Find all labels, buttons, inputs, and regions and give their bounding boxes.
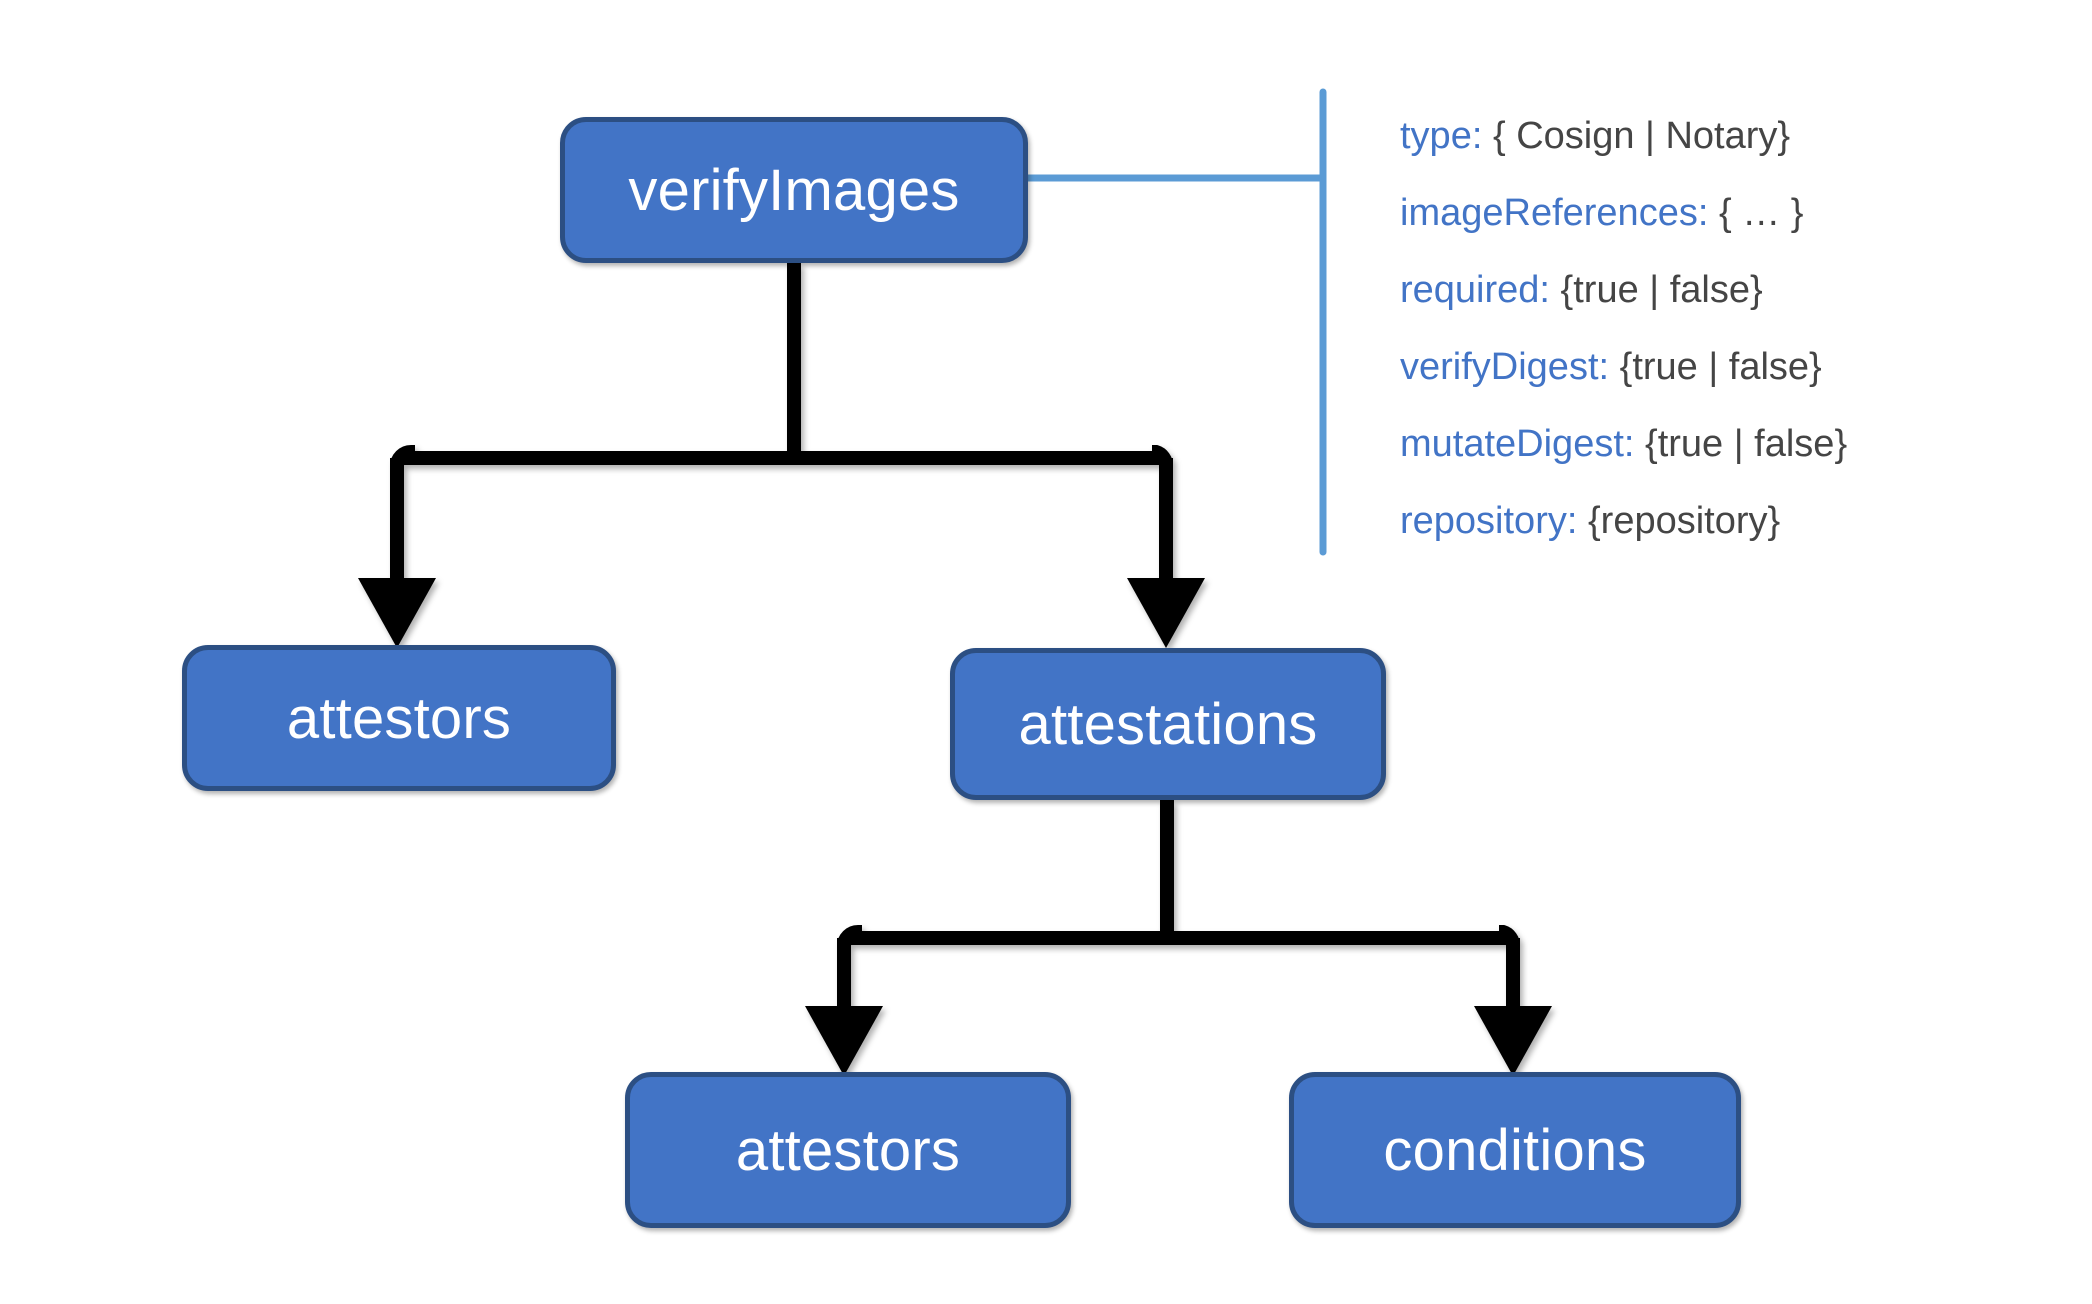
node-verifyimages[interactable]: verifyImages — [560, 117, 1028, 263]
annotation-value: {true | false} — [1645, 423, 1848, 465]
node-label: attestors — [735, 1117, 961, 1183]
annotation-row-required: required: {true | false} — [1400, 252, 2060, 329]
annotation-key: repository: — [1400, 500, 1578, 542]
annotation-key: required: — [1400, 269, 1550, 311]
annotation-bracket — [1024, 88, 1327, 556]
annotation-value: { … } — [1718, 192, 1804, 234]
annotation-row-verifydigest: verifyDigest: {true | false} — [1400, 329, 2060, 406]
annotation-key: verifyDigest: — [1400, 346, 1610, 388]
annotation-value: {repository} — [1587, 500, 1781, 542]
node-attestors-level2[interactable]: attestors — [625, 1072, 1071, 1228]
edge-attestations-children — [805, 800, 1552, 1076]
annotation-row-repository: repository: {repository} — [1400, 483, 2060, 560]
annotation-value: {true | false} — [1619, 346, 1822, 388]
node-label: verifyImages — [628, 157, 960, 223]
annotation-row-imagereferences: imageReferences: { … } — [1400, 175, 2060, 252]
annotation-row-mutatedigest: mutateDigest: {true | false} — [1400, 406, 2060, 483]
annotation-key: imageReferences: — [1400, 192, 1709, 234]
node-attestors-level1[interactable]: attestors — [182, 645, 616, 791]
annotation-key: mutateDigest: — [1400, 423, 1635, 465]
node-label: attestations — [1018, 691, 1318, 757]
annotation-value: { Cosign | Notary} — [1492, 115, 1791, 157]
node-conditions[interactable]: conditions — [1289, 1072, 1741, 1228]
node-label: conditions — [1383, 1117, 1647, 1183]
annotation-list: type: { Cosign | Notary} imageReferences… — [1400, 98, 2060, 560]
annotation-value: {true | false} — [1560, 269, 1763, 311]
annotation-row-type: type: { Cosign | Notary} — [1400, 98, 2060, 175]
annotation-key: type: — [1400, 115, 1483, 157]
edge-verifyimages-children — [358, 263, 1205, 648]
node-attestations[interactable]: attestations — [950, 648, 1386, 800]
node-label: attestors — [286, 685, 512, 751]
